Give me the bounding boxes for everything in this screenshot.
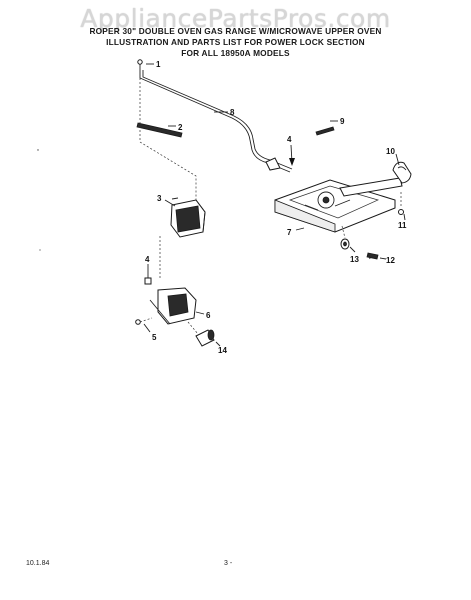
part-2-strip	[136, 122, 183, 138]
callout-5: 5	[152, 333, 157, 342]
scan-speck	[39, 249, 41, 251]
part-9-pin	[315, 126, 335, 136]
part-10-knob	[392, 153, 412, 184]
part-12-screw	[366, 252, 379, 260]
part-4-screw-lower	[144, 268, 152, 285]
callout-3: 3	[157, 194, 162, 203]
callout-1: 1	[156, 60, 161, 69]
part-11-screw	[398, 192, 404, 215]
callout-10: 10	[386, 147, 395, 156]
watermark: AppliancePartsPros.com	[80, 4, 391, 33]
callout-13: 13	[350, 255, 359, 264]
footer-page-number: 3 -	[224, 560, 233, 567]
header-line-3: FOR ALL 18950A MODELS	[181, 48, 290, 58]
footer-date: 10.1.84	[26, 560, 50, 567]
part-6-switch-bracket	[149, 287, 197, 325]
callout-14: 14	[218, 346, 227, 355]
part-7-lock-bracket	[274, 177, 403, 233]
callout-12: 12	[386, 256, 395, 265]
header-line-2: ILLUSTRATION AND PARTS LIST FOR POWER LO…	[106, 37, 365, 47]
callout-7: 7	[287, 228, 292, 237]
callout-4-lower: 4	[145, 255, 150, 264]
scan-speck	[37, 149, 39, 151]
part-3-lock-motor	[164, 199, 206, 238]
callout-11: 11	[398, 221, 407, 230]
header-line-1: ROPER 30" DOUBLE OVEN GAS RANGE W/MICROW…	[89, 26, 382, 36]
part-13-washer	[340, 225, 350, 250]
part-4-arrow-upper	[289, 144, 295, 166]
callout-6: 6	[206, 311, 211, 320]
callout-2: 2	[178, 123, 183, 132]
leader-rod-to-motor	[139, 78, 197, 200]
callout-4-upper: 4	[287, 135, 292, 144]
callout-leaders	[143, 63, 406, 347]
callout-8: 8	[230, 108, 235, 117]
part-14-cylinder	[187, 321, 215, 347]
part-5-screw	[135, 317, 153, 325]
callout-9: 9	[340, 117, 345, 126]
part-8-lock-rod	[139, 70, 293, 173]
diagram-header: ROPER 30" DOUBLE OVEN GAS RANGE W/MICROW…	[0, 26, 471, 59]
part-1-pin	[137, 59, 143, 70]
